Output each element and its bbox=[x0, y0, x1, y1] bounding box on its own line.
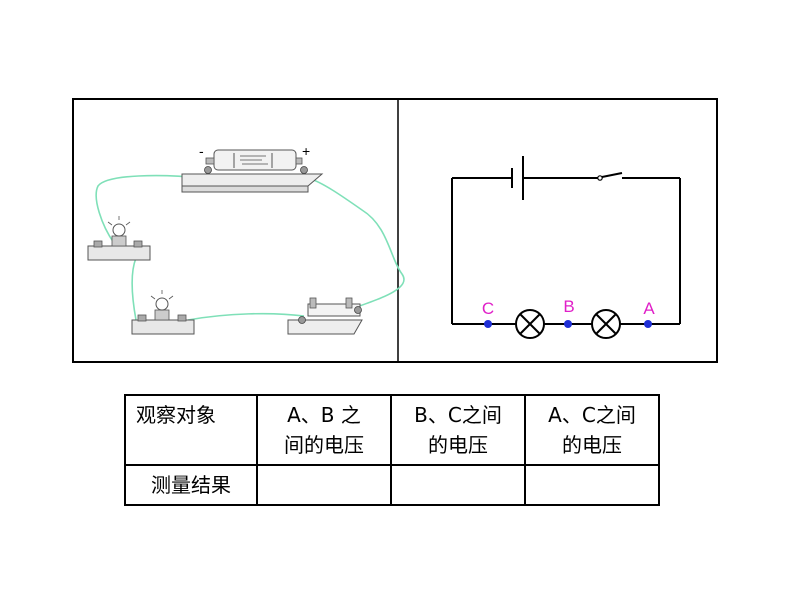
header-cell-text: A、C之间 bbox=[548, 403, 636, 427]
table-row: 测量结果 bbox=[124, 464, 660, 506]
header-cell-text: A、B 之 bbox=[287, 403, 361, 427]
battery-plus-label: + bbox=[302, 143, 310, 159]
table-header-row: 观察对象 A、B 之 间的电压 B、C之间 的电压 A、C之间 的电压 bbox=[124, 394, 660, 466]
header-observation-object: 观察对象 bbox=[124, 394, 258, 466]
point-a-dot bbox=[644, 320, 652, 328]
lamp-symbol-icon bbox=[515, 309, 545, 339]
battery-minus-label: - bbox=[199, 143, 204, 159]
figure-border bbox=[72, 98, 718, 363]
wire-lamp2-switch bbox=[187, 312, 305, 321]
wire-lamp1-lamp2 bbox=[131, 257, 137, 321]
circuit-figure-svg: - + bbox=[72, 98, 718, 363]
switch-symbol-pivot bbox=[597, 175, 603, 181]
header-cell-text: 的电压 bbox=[562, 433, 622, 457]
point-b-dot bbox=[564, 320, 572, 328]
header-voltage-bc: B、C之间 的电压 bbox=[390, 394, 526, 466]
header-cell-text: 观察对象 bbox=[136, 403, 216, 427]
header-cell-spacer bbox=[126, 430, 256, 460]
point-c-dot bbox=[484, 320, 492, 328]
schematic-diagram: C B A bbox=[451, 156, 681, 339]
switch-icon bbox=[287, 297, 363, 335]
header-cell-text: B、C之间 bbox=[414, 403, 502, 427]
result-cell-ab[interactable] bbox=[256, 464, 392, 506]
result-cell-ac[interactable] bbox=[524, 464, 660, 506]
measurement-table: 观察对象 A、B 之 间的电压 B、C之间 的电压 A、C之间 的电压 测量结果 bbox=[124, 394, 660, 506]
row-label-measurement-result: 测量结果 bbox=[124, 464, 258, 506]
circuit-figure: - + bbox=[72, 98, 718, 363]
lamp-icon bbox=[87, 216, 151, 261]
point-a-label: A bbox=[643, 299, 655, 318]
point-c-label: C bbox=[482, 299, 494, 318]
point-b-label: B bbox=[563, 297, 574, 316]
header-cell-text: 的电压 bbox=[428, 433, 488, 457]
switch-symbol-blade bbox=[601, 172, 623, 178]
wire-switch-battery bbox=[307, 177, 405, 309]
wire-battery-lamp1 bbox=[95, 174, 203, 244]
physical-circuit: - + bbox=[87, 143, 405, 335]
header-voltage-ac: A、C之间 的电压 bbox=[524, 394, 660, 466]
lamp-symbol-icon bbox=[591, 309, 621, 339]
battery-icon: - + bbox=[181, 143, 324, 193]
result-cell-bc[interactable] bbox=[390, 464, 526, 506]
header-voltage-ab: A、B 之 间的电压 bbox=[256, 394, 392, 466]
lamp-icon bbox=[131, 290, 195, 335]
header-cell-text: 间的电压 bbox=[284, 433, 364, 457]
